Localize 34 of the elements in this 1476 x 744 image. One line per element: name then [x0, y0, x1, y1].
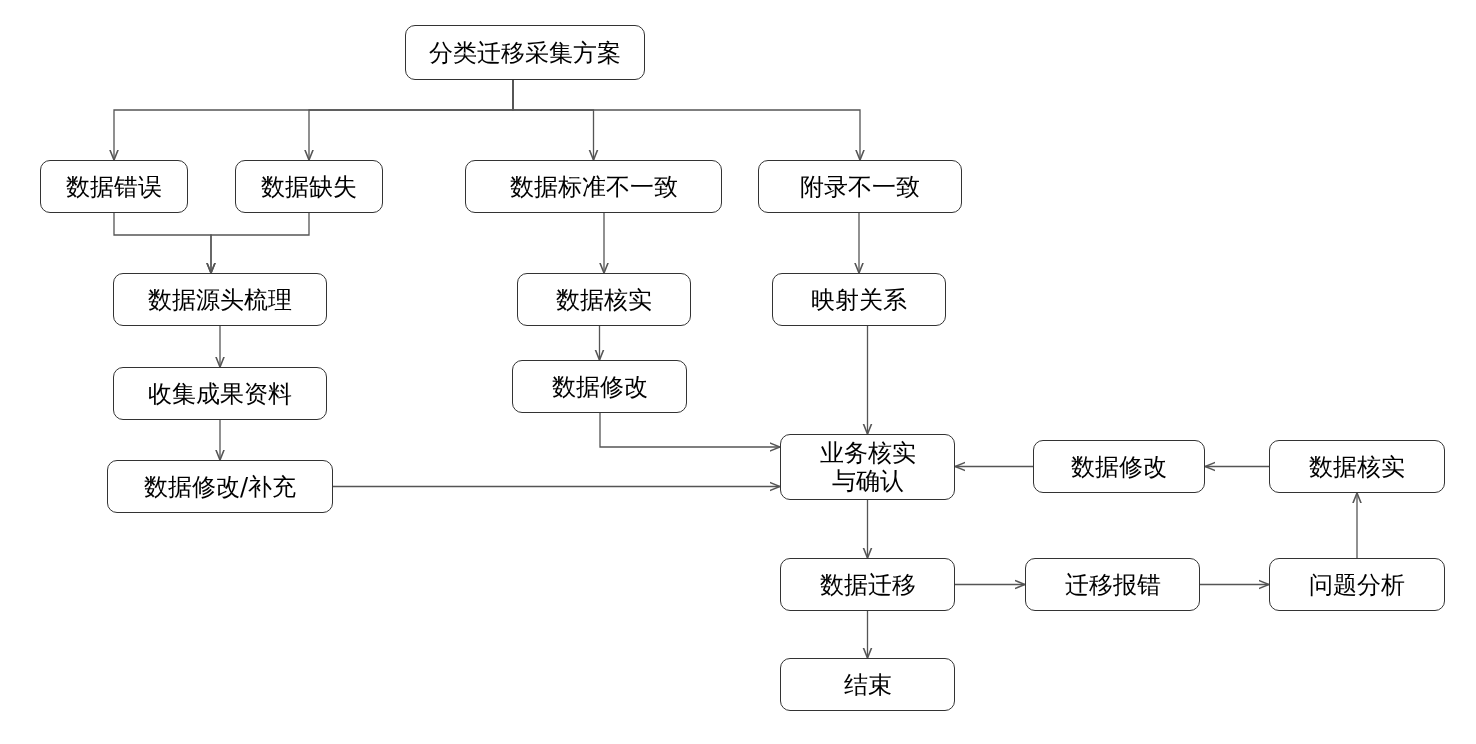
process-box: 问题分析 — [1269, 558, 1445, 611]
process-box: 数据核实 — [517, 273, 691, 326]
process-box: 收集成果资料 — [113, 367, 327, 420]
process-box: 业务核实与确认 — [780, 434, 955, 500]
process-box: 数据修改/补充 — [107, 460, 333, 513]
arrow — [599, 412, 781, 452]
process-box: 数据迁移 — [780, 558, 955, 611]
arrow — [1204, 461, 1270, 472]
arrow — [1352, 492, 1362, 559]
process-box: 映射关系 — [772, 273, 946, 326]
arrow — [1199, 579, 1270, 590]
arrow — [954, 461, 1034, 472]
process-box: 迁移报错 — [1025, 558, 1200, 611]
arrow — [599, 212, 609, 274]
process-box: 数据标准不一致 — [465, 160, 722, 213]
process-box: 数据修改 — [1033, 440, 1205, 493]
arrow — [862, 610, 873, 659]
arrow — [206, 212, 310, 274]
arrow — [215, 419, 225, 461]
arrow — [862, 325, 873, 435]
arrow — [594, 325, 605, 361]
process-box: 数据缺失 — [235, 160, 383, 213]
process-box: 数据源头梳理 — [113, 273, 327, 326]
process-box: 数据修改 — [512, 360, 687, 413]
process-box: 结束 — [780, 658, 955, 711]
arrow — [215, 325, 225, 368]
arrow — [862, 499, 873, 559]
process-box: 数据核实 — [1269, 440, 1445, 493]
process-box: 数据错误 — [40, 160, 188, 213]
arrow — [954, 579, 1026, 590]
arrow — [854, 212, 864, 274]
arrow — [332, 481, 781, 492]
process-box: 分类迁移采集方案 — [405, 25, 645, 80]
process-box: 附录不一致 — [758, 160, 962, 213]
